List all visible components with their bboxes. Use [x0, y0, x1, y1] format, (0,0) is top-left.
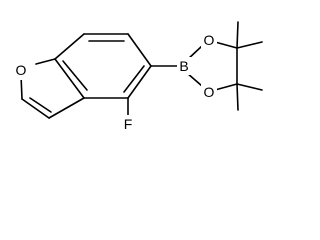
bond-methyl-2: [236, 41, 263, 49]
chemical-structure: O F B O O: [13, 21, 263, 133]
bond-o-top-c: [214, 41, 238, 49]
bond-c3a-c7a: [54, 58, 85, 99]
bond-c7a-c7: [54, 33, 85, 60]
bond-c3a-c7a-inner: [62, 60, 88, 91]
dioxaborolane-oxygen-bottom-text: O: [204, 84, 215, 100]
bond-methyl-4: [236, 83, 239, 111]
dioxaborolane-oxygen-top-text: O: [204, 32, 215, 48]
bond-o-bottom-c: [214, 83, 238, 91]
bond-c5-c4-inner: [123, 65, 145, 93]
bond-methyl-3: [236, 83, 263, 91]
bond-c7a-o1: [35, 58, 56, 65]
fluorine-text: F: [124, 116, 133, 132]
atom-label-fluorine: F: [121, 115, 135, 133]
bond-b-o-bottom: [186, 72, 203, 87]
bond-c6-c5: [127, 33, 152, 67]
furan-ring: [20, 58, 85, 119]
benzene-ring: [54, 33, 152, 99]
atom-label-furan-oxygen: O: [13, 62, 29, 80]
atom-label-dioxaborolane-oxygen-bottom: O: [201, 83, 217, 101]
bond-c2-c3-inner: [29, 97, 52, 113]
bond-c3-c3a: [48, 97, 85, 119]
bond-c2-c3: [21, 98, 50, 119]
boron-text: B: [179, 58, 188, 74]
bond-methyl-1: [236, 21, 239, 49]
bond-c5-c4: [127, 65, 152, 99]
furan-oxygen-text: O: [16, 62, 27, 78]
atom-label-boron: B: [177, 57, 192, 75]
atom-label-dioxaborolane-oxygen-top: O: [201, 31, 217, 49]
